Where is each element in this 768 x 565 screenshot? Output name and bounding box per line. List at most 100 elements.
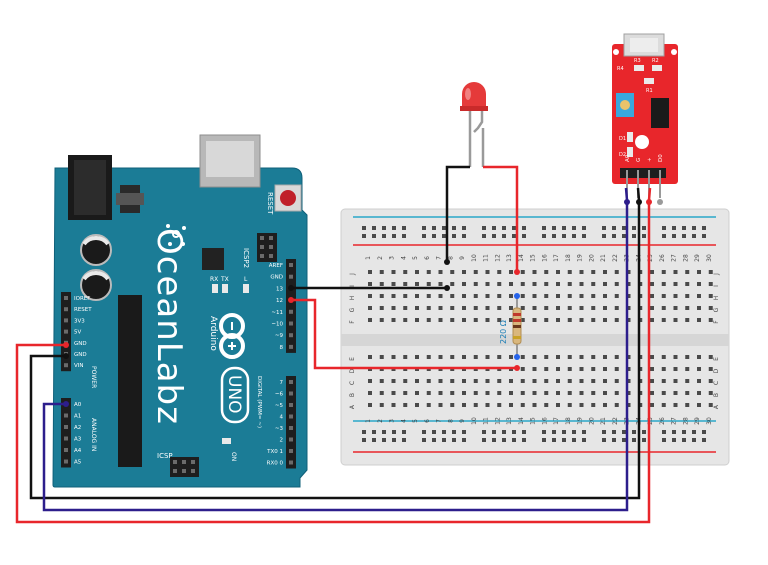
rail-hole: [702, 438, 706, 442]
header-pin[interactable]: [289, 333, 293, 338]
breadboard-hole: [603, 367, 607, 371]
header-pin[interactable]: [289, 263, 293, 267]
reset-button-cap[interactable]: [280, 190, 296, 206]
rail-hole: [622, 438, 626, 442]
breadboard-hole: [438, 355, 443, 359]
wire-end-sensor-d0: [657, 199, 663, 205]
header-pin[interactable]: [289, 460, 293, 465]
breadboard-hole: [673, 379, 678, 383]
breadboard-hole: [650, 318, 654, 322]
capacitor-2-mark: [82, 271, 110, 281]
breadboard-hole: [614, 318, 619, 322]
breadboard-hole: [708, 367, 713, 371]
breadboard-hole: [544, 318, 549, 322]
breadboard-hole: [579, 355, 584, 359]
led-leg-bend: [473, 110, 484, 133]
rail-hole: [362, 438, 366, 442]
breadboard-hole: [544, 270, 549, 274]
breadboard-column-number: 6: [424, 419, 431, 423]
brand-logo-mark: [166, 224, 186, 246]
header-pin[interactable]: [64, 318, 68, 323]
pin-label: ~11: [271, 310, 283, 316]
breadboard-column-number: 26: [659, 417, 666, 425]
header-pin: [260, 245, 264, 249]
breadboard-hole: [368, 391, 372, 395]
breadboard-hole: [556, 282, 560, 286]
header-pin[interactable]: [64, 413, 68, 418]
pin-label: VIN: [74, 363, 84, 369]
breadboard-hole: [520, 355, 525, 359]
rail-hole: [522, 226, 526, 230]
header-pin[interactable]: [64, 436, 68, 441]
rail-hole: [392, 438, 396, 442]
rail-hole: [452, 430, 456, 434]
breadboard-hole: [650, 379, 654, 383]
header-pin: [173, 460, 177, 464]
breadboard-hole: [462, 318, 466, 322]
rail-hole: [552, 438, 556, 442]
header-pin[interactable]: [289, 380, 293, 384]
breadboard-hole: [403, 355, 408, 359]
breadboard-hole: [426, 294, 431, 298]
header-pin[interactable]: [64, 296, 68, 300]
breadboard-hole: [520, 403, 525, 407]
header-pin[interactable]: [289, 414, 293, 419]
breadboard-hole: [626, 403, 631, 407]
header-pin[interactable]: [64, 448, 68, 452]
mount-hole-3: [635, 135, 649, 149]
breadboard-hole: [708, 282, 713, 286]
breadboard-column-number: 1: [365, 419, 372, 423]
breadboard-hole: [520, 294, 525, 298]
pin-label: 13: [276, 286, 283, 292]
header-pin[interactable]: [64, 459, 68, 464]
icsp2-header: [257, 233, 277, 262]
header-pin[interactable]: [289, 321, 293, 326]
header-pin[interactable]: [289, 437, 293, 442]
breadboard-hole: [379, 379, 384, 383]
header-pin[interactable]: [289, 391, 293, 396]
header-pin[interactable]: [289, 426, 293, 430]
breadboard-column-number: 26: [659, 254, 666, 262]
breadboard-hole: [520, 318, 525, 322]
breadboard-column-number: 14: [518, 254, 525, 262]
breadboard-hole: [591, 379, 596, 383]
header-pin[interactable]: [64, 363, 68, 368]
breadboard-column-number: 16: [541, 417, 548, 425]
rail-hole: [502, 430, 506, 434]
breadboard-hole: [697, 367, 701, 371]
header-pin[interactable]: [289, 344, 293, 349]
breadboard-hole: [614, 379, 619, 383]
breadboard-hole: [509, 270, 513, 274]
arduino-pin-labels: IOREFRESET3V35VGNDGNDVINA0A1A2A3A4A5AREF…: [74, 263, 284, 467]
rx-label: RX: [210, 276, 218, 283]
wire-a0-to-sensor: [42, 187, 629, 512]
header-pin[interactable]: [64, 329, 68, 334]
breadboard-hole: [415, 355, 419, 359]
icsp-header: [170, 457, 199, 477]
rail-hole: [492, 438, 496, 442]
pin-label: IOREF: [74, 296, 90, 302]
breadboard-hole: [591, 355, 596, 359]
header-pin[interactable]: [64, 307, 68, 312]
header-pin[interactable]: [289, 309, 293, 314]
breadboard-hole: [697, 355, 701, 359]
breadboard-hole: [556, 391, 560, 395]
breadboard-hole: [603, 294, 607, 298]
voltage-regulator-tab: [116, 193, 144, 205]
breadboard-row-letter: A: [349, 404, 356, 409]
rail-hole: [462, 226, 466, 230]
header-pin[interactable]: [289, 403, 293, 407]
header-pin[interactable]: [289, 449, 293, 453]
breadboard-hole: [673, 318, 678, 322]
header-pin[interactable]: [64, 425, 68, 429]
breadboard-hole: [532, 367, 537, 371]
breadboard-hole: [532, 306, 537, 310]
header-pin[interactable]: [289, 274, 293, 279]
breadboard-hole: [485, 391, 490, 395]
breadboard-hole: [415, 403, 419, 407]
breadboard-row-letter: I: [349, 285, 356, 287]
rail-hole: [562, 438, 566, 442]
rail-hole: [372, 226, 376, 230]
breadboard-column-number: 15: [530, 417, 537, 425]
